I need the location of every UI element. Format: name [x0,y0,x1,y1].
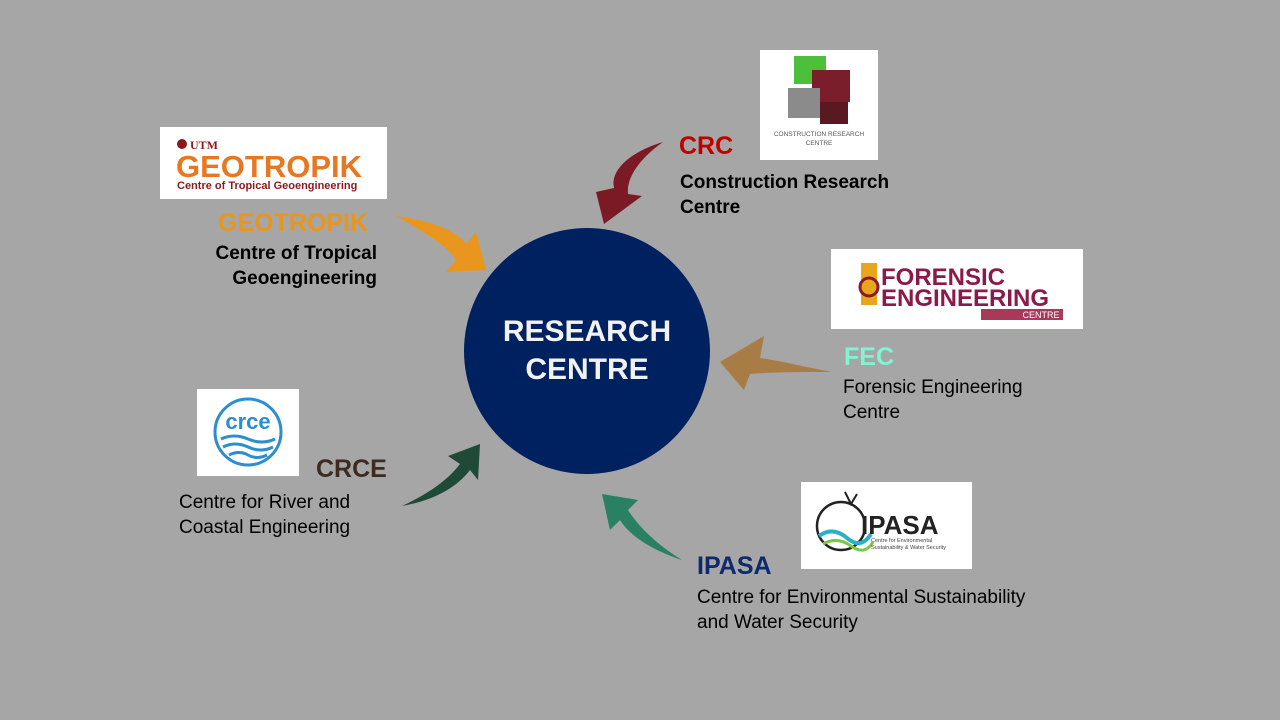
ipasa-description: Centre for Environmental Sustainability … [697,585,1025,635]
fec-logo-word1: FORENSIC [881,264,1005,291]
ipasa-logo-mark: IPASA Centre for Environmental Sustainab… [815,491,946,552]
ipasa-arrow [602,494,682,560]
crce-arrow [402,444,480,506]
geotropik-logo-sub: Centre of Tropical Geoengineering [177,180,357,192]
ipasa-logo: IPASA Centre for Environmental Sustainab… [801,482,972,569]
crc-acronym: CRC [679,132,734,160]
fec-description: Forensic Engineering Centre [843,375,1023,425]
crce-logo: crce [197,389,299,476]
ipasa-logo-sub2: Sustainability & Water Security [871,545,946,551]
crc-logo: CONSTRUCTION RESEARCH CENTRE [760,50,878,160]
crc-logo-text-line1: CONSTRUCTION RESEARCH [774,131,865,138]
geotropik-logo-utm: UTM [190,138,218,152]
crce-desc-line2: Coastal Engineering [179,517,351,538]
fec-acronym: FEC [844,343,894,371]
geotropik-acronym: GEOTROPIK [218,209,369,237]
research-centre-hub: RESEARCH CENTRE [464,228,710,474]
geotropik-desc-line2: Geoengineering [232,268,377,289]
crc-logo-text-line2: CENTRE [806,140,833,147]
ipasa-logo-sub1: Centre for Environmental [871,538,932,544]
hub-title-line1: RESEARCH [502,315,672,348]
hub-title-line2: CENTRE [525,353,649,386]
crce-desc-line1: Centre for River and [179,492,351,513]
ipasa-desc-line1: Centre for Environmental Sustainability [697,587,1026,608]
crc-description: Construction Research Centre [680,170,889,220]
geotropik-logo-mark: UTM GEOTROPIK Centre of Tropical Geoengi… [176,138,363,192]
geotropik-arrow [396,216,486,272]
fec-logo-mark: FORENSIC ENGINEERING CENTRE [858,263,1063,320]
ipasa-acronym: IPASA [697,552,772,580]
fec-logo: FORENSIC ENGINEERING CENTRE [831,249,1083,329]
geotropik-description: Centre of Tropical Geoengineering [180,241,377,291]
ipasa-desc-line2: and Water Security [697,612,858,633]
fec-arrow [720,336,832,390]
crc-desc-line2: Centre [680,197,741,218]
crce-acronym: CRCE [316,455,387,483]
fec-desc-line1: Forensic Engineering [843,377,1023,398]
crce-logo-word: crce [225,409,270,434]
ipasa-logo-word: IPASA [861,510,939,540]
crc-desc-line1: Construction Research [680,172,890,193]
geotropik-logo: UTM GEOTROPIK Centre of Tropical Geoengi… [160,127,387,199]
geotropik-desc-line1: Centre of Tropical [215,243,377,264]
fec-logo-sub: CENTRE [1022,310,1059,320]
crce-logo-mark: crce [213,397,283,467]
crc-logo-mark: CONSTRUCTION RESEARCH CENTRE [774,56,865,147]
fec-desc-line2: Centre [843,402,901,423]
crce-description: Centre for River and Coastal Engineering [179,490,350,540]
geotropik-logo-word: GEOTROPIK [176,149,363,184]
crc-arrow [596,142,663,224]
fec-logo-word2: ENGINEERING [881,285,1049,312]
